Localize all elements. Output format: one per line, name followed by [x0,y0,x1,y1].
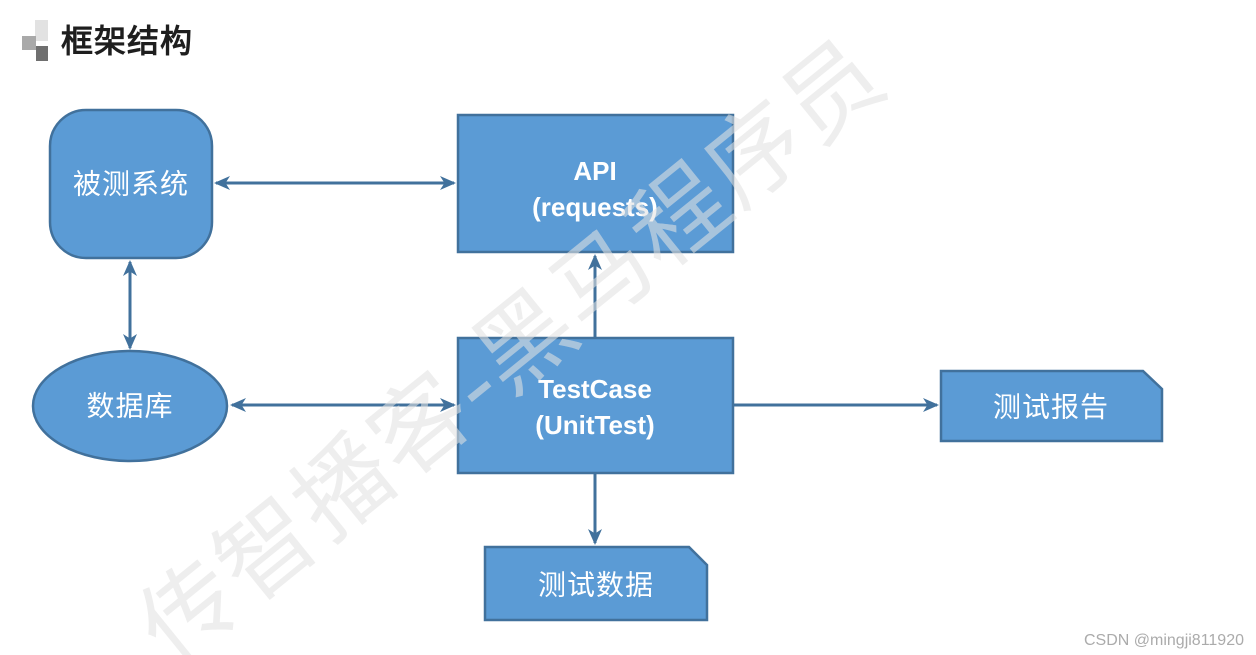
page-title: 框架结构 [61,23,194,59]
page-header: 框架结构 [22,16,193,62]
label-test-report: 测试报告 [993,392,1109,423]
node-system-under-test [48,108,214,260]
label-api-line1: API [573,156,616,186]
label-testcase-line1: TestCase [538,374,652,404]
node-database [31,349,229,463]
node-testcase [456,336,735,475]
csdn-credit: CSDN @mingji811920 [1083,632,1244,649]
node-test-report [939,369,1164,443]
label-api-line2: (requests) [532,192,658,222]
label-testcase-line2: (UnitTest) [535,410,654,440]
heading-marker-icon [22,16,49,62]
label-database: 数据库 [86,391,173,422]
label-system-under-test: 被测系统 [73,169,189,200]
node-test-data [483,545,709,622]
label-test-data: 测试数据 [538,570,654,601]
node-api [456,113,735,254]
